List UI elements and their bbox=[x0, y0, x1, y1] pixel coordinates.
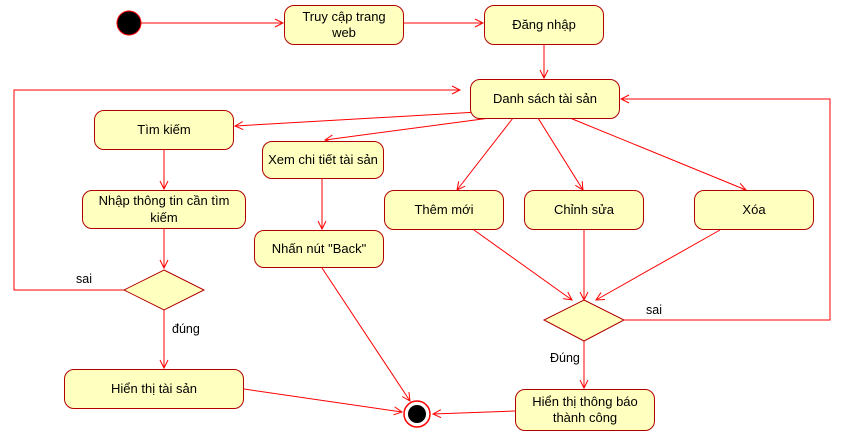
edge-back-to-end bbox=[321, 267, 410, 401]
crud-decision-diamond bbox=[542, 299, 626, 342]
node-access-web: Truy cập trang web bbox=[284, 5, 404, 45]
edge-success-to-end bbox=[433, 411, 516, 414]
node-delete: Xóa bbox=[694, 190, 814, 230]
node-show-success: Hiển thị thông báo thành công bbox=[515, 389, 655, 431]
search-decision-diamond bbox=[122, 269, 206, 311]
edge-list-to-edit bbox=[537, 117, 583, 190]
node-search: Tìm kiếm bbox=[94, 110, 234, 150]
edge-add-to-decision bbox=[473, 229, 572, 300]
end-node bbox=[403, 400, 431, 428]
node-login: Đăng nhập bbox=[484, 5, 604, 45]
label-crud-false: sai bbox=[646, 303, 662, 317]
edge-delete-to-decision bbox=[596, 229, 721, 300]
node-enter-search-info: Nhập thông tin cần tìm kiếm bbox=[82, 190, 246, 229]
node-asset-list: Danh sách tài sản bbox=[470, 79, 620, 119]
node-show-assets: Hiển thị tài sản bbox=[64, 369, 244, 409]
edge-list-to-add bbox=[457, 117, 514, 190]
edge-list-to-delete bbox=[569, 117, 746, 190]
label-crud-true: Đúng bbox=[550, 351, 580, 365]
node-add-new: Thêm mới bbox=[384, 190, 504, 230]
node-edit: Chỉnh sửa bbox=[524, 190, 644, 230]
start-node bbox=[116, 10, 142, 36]
edge-crud-false-loop bbox=[621, 99, 831, 321]
edge-search-false-loop bbox=[13, 90, 460, 291]
edge-list-to-search bbox=[235, 111, 479, 126]
node-press-back: Nhấn nút "Back" bbox=[254, 230, 384, 268]
label-search-true: đúng bbox=[172, 322, 200, 336]
edge-list-to-detail bbox=[325, 117, 491, 140]
label-search-false: sai bbox=[76, 272, 92, 286]
node-view-detail: Xem chi tiết tài sản bbox=[262, 141, 384, 179]
edge-show-assets-to-end bbox=[243, 388, 402, 412]
